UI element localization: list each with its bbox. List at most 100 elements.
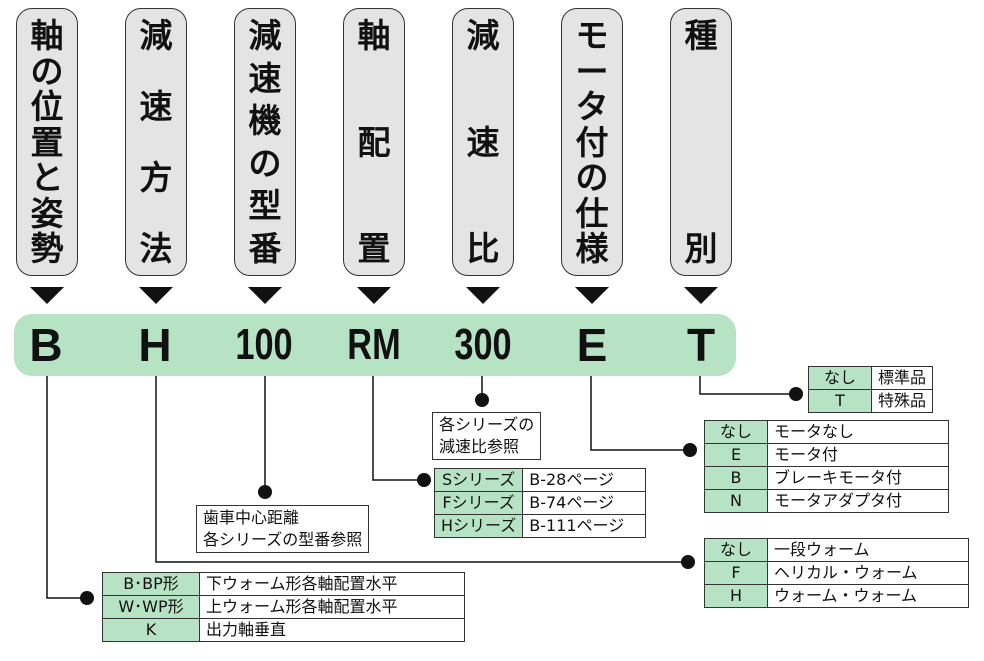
header-char: 法: [139, 229, 173, 268]
option-value: モータなし: [767, 420, 949, 444]
option-value: ウォーム・ウォーム: [767, 584, 969, 608]
header-char: 置: [30, 122, 64, 162]
option-value: 一段ウォーム: [767, 538, 969, 562]
connector-dot: [475, 393, 489, 407]
table-row: B ブレーキモータ付: [704, 466, 949, 490]
option-key: なし: [704, 538, 768, 562]
option-key: T: [808, 389, 872, 413]
header-char: 置: [357, 229, 391, 268]
header-char: 軸: [30, 16, 64, 55]
header-char: 減: [248, 16, 282, 55]
option-key: K: [102, 618, 200, 642]
header-char: 位: [30, 87, 64, 126]
header-char: 姿: [30, 193, 64, 233]
header-char: 軸: [357, 16, 391, 55]
table-row: B･BP形 下ウォーム形各軸配置水平: [102, 572, 465, 596]
table-row: F ヘリカル・ウォーム: [704, 561, 969, 585]
option-key: B: [704, 466, 768, 490]
header-char: 機: [248, 101, 282, 141]
option-key: W･WP形: [102, 595, 200, 619]
connector-dot: [417, 473, 431, 487]
table-row: W･WP形 上ウォーム形各軸配置水平: [102, 595, 465, 619]
header-char: タ: [575, 87, 609, 126]
option-key: Sシリーズ: [433, 468, 524, 492]
down-arrow-icon: [139, 287, 173, 304]
header-shaft-layout: 軸 配 置: [343, 8, 405, 276]
connector-dot: [683, 443, 697, 457]
table-row: なし モータなし: [704, 420, 949, 444]
option-key: E: [704, 443, 768, 467]
ratio-note: 各シリーズの 減速比参照: [432, 412, 542, 460]
option-value: 特殊品: [870, 389, 934, 413]
option-key: なし: [704, 420, 768, 444]
table-row: E モータ付: [704, 443, 949, 467]
connector-type: [699, 376, 796, 395]
motor-table: なし モータなし E モータ付 B ブレーキモータ付 N モータアダプタ付: [704, 420, 949, 513]
header-char: の: [248, 143, 282, 183]
header-char: 様: [575, 229, 609, 268]
code-layout: RM: [347, 320, 401, 369]
model-code-bar: [14, 314, 736, 376]
table-row: T 特殊品: [808, 389, 934, 413]
header-axis-position: 軸 の 位 置 と 姿 勢: [16, 8, 78, 276]
connector-dot: [80, 591, 94, 605]
code-model: 100: [235, 320, 293, 369]
table-row: N モータアダプタ付: [704, 489, 949, 513]
header-char: 型: [248, 186, 282, 226]
header-motor-spec: モ ー タ 付 の 仕 様: [561, 8, 623, 276]
note-line: 各シリーズの型番参照: [203, 530, 363, 549]
option-value: 下ウォーム形各軸配置水平: [199, 572, 465, 596]
option-key: N: [704, 489, 768, 513]
connector-method: [155, 376, 688, 563]
header-reduction-method: 減 速 方 法: [125, 8, 187, 276]
option-value: ヘリカル・ウォーム: [767, 561, 969, 585]
note-line: 減速比参照: [439, 437, 520, 456]
option-value: B-74ページ: [522, 491, 647, 515]
down-arrow-icon: [575, 287, 609, 304]
option-key: Hシリーズ: [433, 514, 524, 538]
option-value: モータアダプタ付: [767, 489, 949, 513]
header-char: の: [575, 158, 609, 197]
connector-layout: [372, 376, 424, 481]
option-key: H: [704, 584, 768, 608]
type-table: なし 標準品 T 特殊品: [808, 366, 934, 413]
code-ratio: 300: [454, 320, 512, 369]
option-value: B-28ページ: [522, 468, 647, 492]
connector-dot: [258, 485, 272, 499]
header-char: 種: [684, 16, 718, 55]
axis-table: B･BP形 下ウォーム形各軸配置水平 W･WP形 上ウォーム形各軸配置水平 K …: [102, 572, 465, 642]
down-arrow-icon: [466, 287, 500, 304]
header-char: 比: [466, 229, 500, 268]
connector-axis: [46, 376, 87, 599]
option-value: 出力軸垂直: [199, 618, 465, 642]
header-char: 付: [575, 122, 609, 162]
header-char: モ: [575, 16, 609, 55]
header-char: 配: [357, 122, 391, 162]
header-char: 仕: [575, 193, 609, 233]
note-line: 各シリーズの: [439, 415, 535, 434]
option-value: ブレーキモータ付: [767, 466, 949, 490]
table-row: Hシリーズ B-111ページ: [433, 514, 647, 538]
header-char: の: [30, 51, 64, 91]
note-line: 歯車中心距離: [203, 508, 300, 527]
connector-dot: [789, 387, 803, 401]
table-row: K 出力軸垂直: [102, 618, 465, 642]
header-char: 勢: [30, 229, 64, 268]
header-char: 別: [684, 229, 718, 268]
option-value: 上ウォーム形各軸配置水平: [199, 595, 465, 619]
header-char: と: [30, 158, 64, 197]
header-char: 番: [248, 228, 282, 268]
option-key: Fシリーズ: [433, 491, 524, 515]
method-table: なし 一段ウォーム F ヘリカル・ウォーム H ウォーム・ウォーム: [704, 538, 969, 608]
down-arrow-icon: [684, 287, 718, 304]
header-char: 速: [139, 87, 173, 126]
table-row: なし 一段ウォーム: [704, 538, 969, 562]
table-row: Fシリーズ B-74ページ: [433, 491, 647, 515]
code-method: H: [138, 319, 172, 371]
header-char: 速: [248, 58, 282, 98]
table-row: なし 標準品: [808, 366, 934, 390]
down-arrow-icon: [248, 287, 282, 304]
header-model-number: 減 速 機 の 型 番: [234, 8, 296, 276]
header-char: ー: [575, 51, 609, 91]
